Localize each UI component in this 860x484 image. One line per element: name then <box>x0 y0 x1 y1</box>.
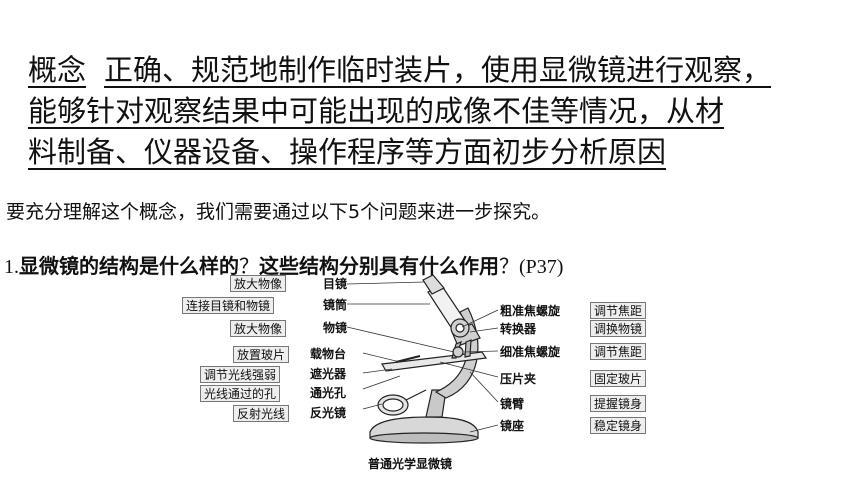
part-label: 镜臂 <box>500 397 525 411</box>
leader-lines <box>346 281 499 433</box>
question-mark-2: ？ <box>499 254 519 278</box>
page-reference: (P37) <box>519 256 564 278</box>
concept-line-3: 料制备、仪器设备、操作程序等方面初步分析原因 <box>28 135 667 169</box>
question-mark-1: ？ <box>239 254 259 278</box>
part-label: 物镜 <box>323 321 348 335</box>
intro-text: 要充分理解这个概念，我们需要通过以下5个问题来进一步探究。 <box>6 201 551 223</box>
concept-line-1: 概念正确、规范地制作临时装片，使用显微镜进行观察， <box>28 50 858 91</box>
function-tag: 反射光线 <box>233 405 290 422</box>
diagram-caption: 普通光学显微镜 <box>368 457 453 471</box>
function-tag: 放置玻片 <box>233 346 290 363</box>
function-tag: 调节光线强弱 <box>200 366 281 383</box>
function-tag: 固定玻片 <box>590 370 647 387</box>
question-part-1: 显微镜的结构是什么样的 <box>19 254 239 278</box>
function-tag: 放大物像 <box>230 275 287 292</box>
function-tag: 光线通过的孔 <box>200 385 281 402</box>
part-label: 载物台 <box>310 347 347 361</box>
part-label: 粗准焦螺旋 <box>500 304 561 318</box>
part-label: 遮光器 <box>310 367 347 381</box>
question-part-2: 这些结构分别具有什么作用 <box>259 254 499 278</box>
part-label: 目镜 <box>323 277 348 291</box>
part-label: 镜筒 <box>323 298 348 312</box>
function-tag: 调节焦距 <box>590 302 647 319</box>
question-number: 1. <box>4 256 19 278</box>
part-label: 通光孔 <box>310 386 347 400</box>
part-label: 转换器 <box>500 322 537 336</box>
part-label: 镜座 <box>500 419 525 433</box>
part-label: 细准焦螺旋 <box>500 345 561 359</box>
part-label: 反光镜 <box>310 406 347 420</box>
question-1: 1.显微镜的结构是什么样的？这些结构分别具有什么作用？(P37) <box>4 250 563 279</box>
function-tag: 放大物像 <box>230 320 287 337</box>
function-tag: 稳定镜身 <box>590 417 647 434</box>
function-tag: 提握镜身 <box>590 395 647 412</box>
concept-text-1: 正确、规范地制作临时装片，使用显微镜进行观察， <box>104 53 772 87</box>
concept-label: 概念 <box>28 53 87 87</box>
function-tag: 连接目镜和物镜 <box>182 297 275 314</box>
function-tag: 调节焦距 <box>590 343 647 360</box>
microscope-drawing <box>346 274 499 444</box>
part-label: 压片夹 <box>500 372 537 386</box>
function-tag: 调换物镜 <box>590 320 647 337</box>
concept-block: 概念正确、规范地制作临时装片，使用显微镜进行观察， 能够针对观察结果中可能出现的… <box>28 50 858 173</box>
concept-line-2: 能够针对观察结果中可能出现的成像不佳等情况，从材 <box>28 94 725 128</box>
microscope-diagram: 放大物像 连接目镜和物镜 放大物像 放置玻片 调节光线强弱 光线通过的孔 反射光… <box>170 272 670 472</box>
